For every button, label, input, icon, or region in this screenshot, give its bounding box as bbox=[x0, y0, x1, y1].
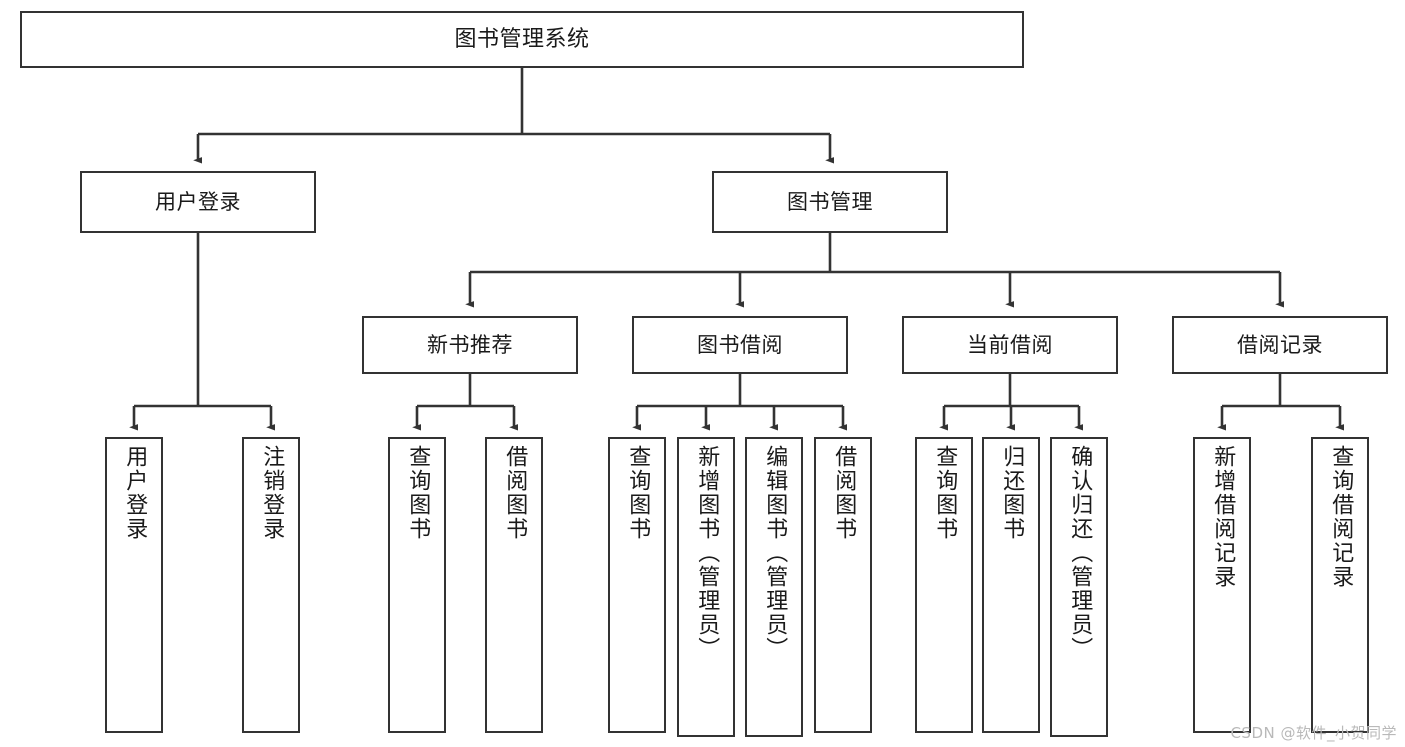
leaf-record-add-record[interactable]: 新增借阅记录 bbox=[1193, 437, 1251, 733]
leaf-user-login-logout[interactable]: 注销登录 bbox=[242, 437, 300, 733]
node-label: 借阅图书 bbox=[502, 445, 528, 541]
node-label: 图书借阅 bbox=[697, 332, 783, 357]
node-root-system[interactable]: 图书管理系统 bbox=[20, 11, 1024, 68]
leaf-record-query-record[interactable]: 查询借阅记录 bbox=[1311, 437, 1369, 733]
node-label: 编辑图书（管理员） bbox=[762, 445, 788, 661]
node-current-borrow[interactable]: 当前借阅 bbox=[902, 316, 1118, 374]
node-book-borrow[interactable]: 图书借阅 bbox=[632, 316, 848, 374]
node-label: 注销登录 bbox=[259, 445, 285, 541]
csdn-watermark: CSDN @软件_小贺同学 bbox=[1230, 724, 1397, 742]
node-book-management[interactable]: 图书管理 bbox=[712, 171, 948, 233]
leaf-recommend-borrow-book[interactable]: 借阅图书 bbox=[485, 437, 543, 733]
node-label: 新书推荐 bbox=[427, 332, 513, 357]
node-label: 用户登录 bbox=[122, 445, 148, 541]
leaf-user-login-login[interactable]: 用户登录 bbox=[105, 437, 163, 733]
node-label: 图书管理系统 bbox=[454, 26, 590, 52]
node-label: 查询借阅记录 bbox=[1328, 445, 1354, 589]
node-label: 查询图书 bbox=[932, 445, 958, 541]
node-user-login[interactable]: 用户登录 bbox=[80, 171, 316, 233]
leaf-current-return-book[interactable]: 归还图书 bbox=[982, 437, 1040, 733]
node-borrow-record[interactable]: 借阅记录 bbox=[1172, 316, 1388, 374]
node-label: 借阅图书 bbox=[831, 445, 857, 541]
leaf-borrow-edit-book-admin[interactable]: 编辑图书（管理员） bbox=[745, 437, 803, 737]
node-new-book-recommend[interactable]: 新书推荐 bbox=[362, 316, 578, 374]
node-label: 确认归还（管理员） bbox=[1067, 445, 1093, 661]
leaf-current-confirm-return-admin[interactable]: 确认归还（管理员） bbox=[1050, 437, 1108, 737]
leaf-current-query-book[interactable]: 查询图书 bbox=[915, 437, 973, 733]
leaf-borrow-add-book-admin[interactable]: 新增图书（管理员） bbox=[677, 437, 735, 737]
leaf-recommend-query-book[interactable]: 查询图书 bbox=[388, 437, 446, 733]
node-label: 新增借阅记录 bbox=[1210, 445, 1236, 589]
node-label: 查询图书 bbox=[405, 445, 431, 541]
node-label: 图书管理 bbox=[787, 189, 873, 214]
node-label: 用户登录 bbox=[155, 189, 241, 214]
leaf-borrow-borrow-book[interactable]: 借阅图书 bbox=[814, 437, 872, 733]
node-label: 归还图书 bbox=[999, 445, 1025, 541]
leaf-borrow-query-book[interactable]: 查询图书 bbox=[608, 437, 666, 733]
node-label: 当前借阅 bbox=[967, 332, 1053, 357]
node-label: 新增图书（管理员） bbox=[694, 445, 720, 661]
node-label: 借阅记录 bbox=[1237, 332, 1323, 357]
node-label: 查询图书 bbox=[625, 445, 651, 541]
